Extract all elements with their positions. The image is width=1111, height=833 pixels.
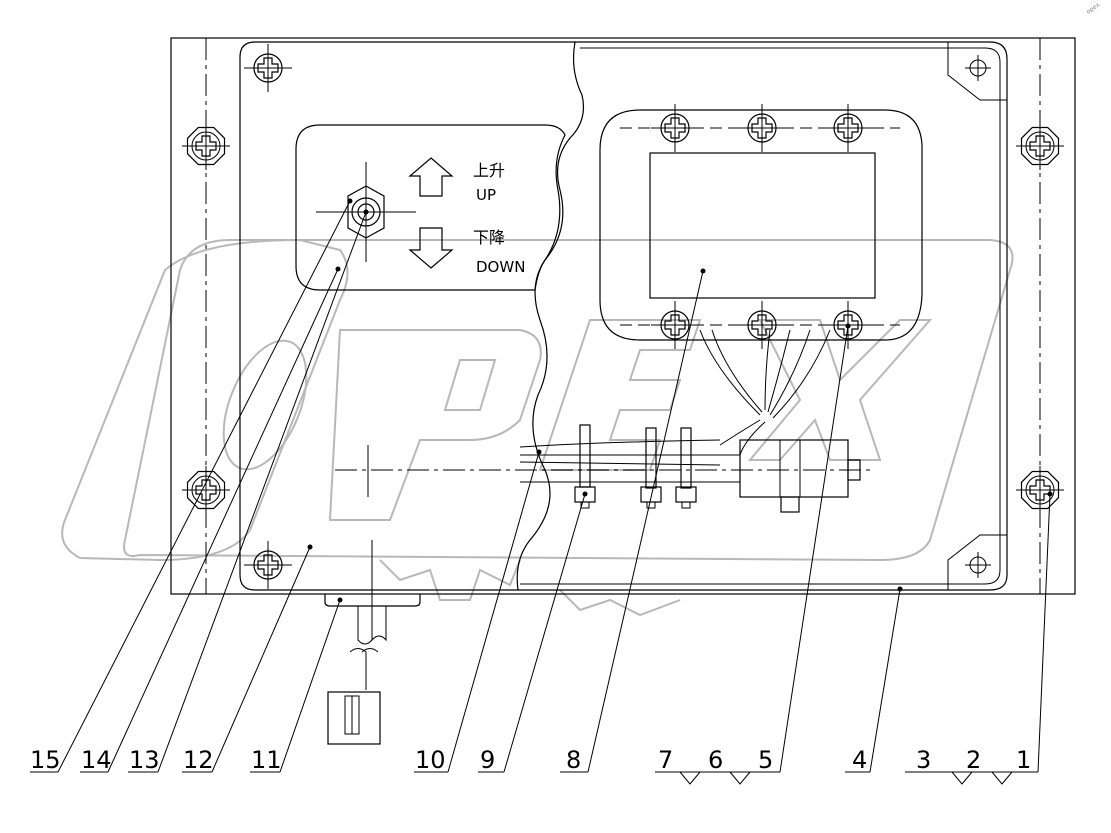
callout-11: 11 <box>251 746 282 774</box>
screw-4 <box>244 541 292 589</box>
up-label-en: UP <box>476 186 496 204</box>
svg-text:opex: opex <box>1085 1 1101 15</box>
screw-6 <box>1016 466 1064 514</box>
callout-9: 9 <box>480 746 495 774</box>
wire-harness <box>335 329 870 513</box>
down-label-en: DOWN <box>476 258 525 276</box>
callout-2: 2 <box>966 746 981 774</box>
callout-10: 10 <box>415 746 446 774</box>
leader-lines <box>30 198 1053 785</box>
callout-5: 5 <box>758 746 773 774</box>
up-arrow-icon <box>408 157 454 197</box>
callout-12: 12 <box>183 746 214 774</box>
down-label-cn: 下降 <box>473 228 505 247</box>
enclosure-body <box>239 41 1008 591</box>
callout-6: 6 <box>708 746 723 774</box>
callout-14: 14 <box>81 746 112 774</box>
callout-labels: 15 14 13 12 11 10 9 8 7 6 5 4 3 2 1 <box>30 746 1031 774</box>
control-board <box>599 109 923 341</box>
cable-gland-connector <box>324 540 421 745</box>
screw-11 <box>738 301 786 349</box>
screw-8 <box>738 104 786 152</box>
callout-13: 13 <box>129 746 160 774</box>
up-down-label-panel: 上升 UP 下降 DOWN <box>295 124 566 291</box>
callout-8: 8 <box>566 746 581 774</box>
callout-3: 3 <box>916 746 931 774</box>
screw-2 <box>182 122 230 170</box>
screw-3 <box>182 466 230 514</box>
down-arrow-icon <box>408 227 454 269</box>
callout-7: 7 <box>658 746 673 774</box>
screw-5 <box>1016 122 1064 170</box>
up-label-cn: 上升 <box>473 161 505 180</box>
callout-1: 1 <box>1016 746 1031 774</box>
callout-4: 4 <box>852 746 867 774</box>
callout-15: 15 <box>30 746 61 774</box>
screw-1 <box>244 44 292 92</box>
